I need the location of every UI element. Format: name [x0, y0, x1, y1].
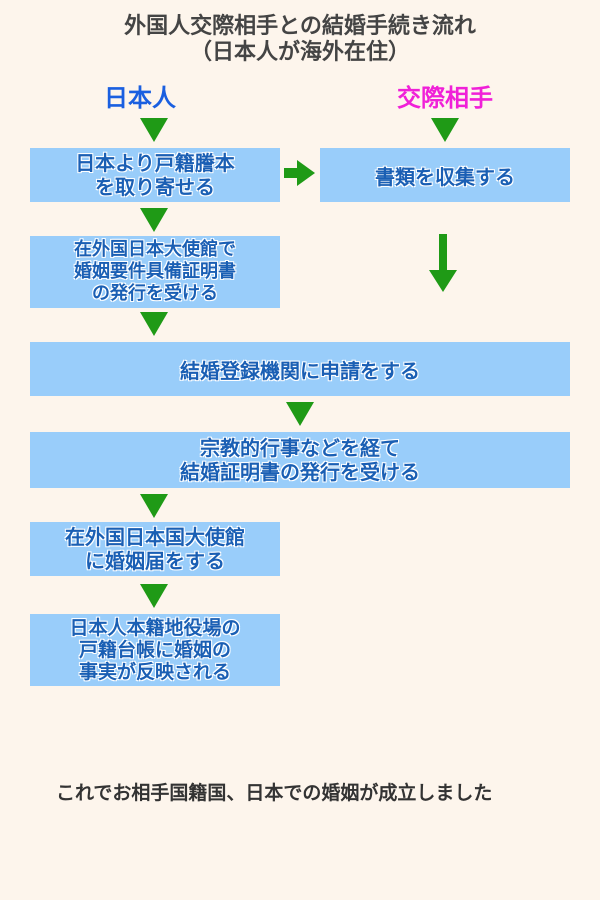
arrow-down-icon [140, 494, 168, 518]
arrow-down-icon [140, 208, 168, 232]
step-koseki-box: 日本より戸籍謄本 を取り寄せる [30, 148, 280, 202]
title-line1: 外国人交際相手との結婚手続き流れ [124, 14, 476, 39]
title-line2: （日本人が海外在住） [189, 40, 410, 65]
header-partner: 交際相手 [397, 84, 493, 112]
step-shorui-box: 書類を収集する [320, 148, 570, 202]
arrow-down-icon [286, 402, 314, 426]
step-todoke-text: 在外国日本国大使館 に婚姻届をする [65, 525, 245, 573]
arrow-down-icon [140, 312, 168, 336]
step-hanei-text: 日本人本籍地役場の 戸籍台帳に婚姻の 事実が反映される [69, 617, 241, 683]
arrow-down-icon [140, 584, 168, 608]
step-koseki-text: 日本より戸籍謄本 を取り寄せる [75, 151, 235, 199]
step-yoken-box: 在外国日本大使館で 婚姻要件具備証明書 の発行を受ける [30, 236, 280, 308]
step-hanei-box: 日本人本籍地役場の 戸籍台帳に婚姻の 事実が反映される [30, 614, 280, 686]
arrow-down-icon [140, 118, 168, 142]
arrow-down-icon [431, 118, 459, 142]
step-touroku-box: 結婚登録機関に申請をする [30, 342, 570, 396]
step-yoken-text: 在外国日本大使館で 婚姻要件具備証明書 の発行を受ける [74, 239, 236, 304]
step-shukyo-box: 宗教的行事などを経て 結婚証明書の発行を受ける [30, 432, 570, 488]
arrow-right-icon [284, 160, 315, 186]
footer-note: これでお相手国籍国、日本での婚姻が成立しました [56, 782, 493, 804]
step-shorui-text: 書類を収集する [375, 164, 515, 189]
step-todoke-box: 在外国日本国大使館 に婚姻届をする [30, 522, 280, 576]
arrow-down-long-icon [429, 234, 457, 292]
header-japanese: 日本人 [104, 84, 176, 112]
step-shukyo-text: 宗教的行事などを経て 結婚証明書の発行を受ける [180, 436, 420, 484]
step-touroku-text: 結婚登録機関に申請をする [180, 358, 420, 383]
